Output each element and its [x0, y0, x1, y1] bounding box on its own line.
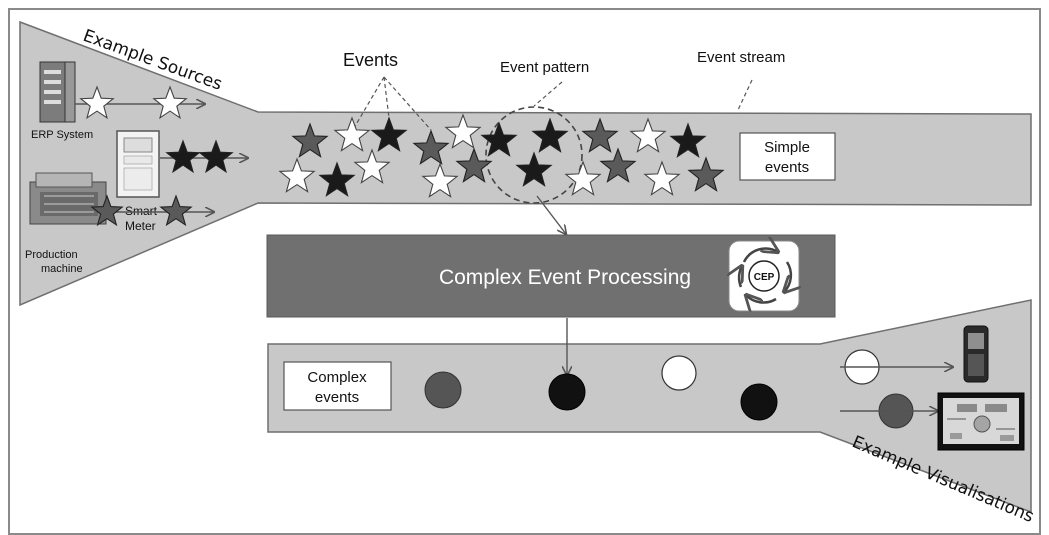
event-star-white	[353, 148, 391, 184]
event-star-black	[531, 117, 569, 153]
erp-system-label: ERP System	[31, 129, 93, 141]
server-icon	[39, 61, 76, 123]
event-star-black	[515, 151, 553, 187]
event-pattern-pointer	[533, 81, 563, 107]
event-star-white	[152, 85, 188, 120]
event-star-black	[480, 121, 518, 157]
handheld-device-icon	[963, 325, 989, 383]
cep-badge-label: CEP	[754, 272, 775, 283]
production-machine-icon	[29, 172, 107, 225]
event-star-gray	[581, 117, 619, 153]
event-star-gray	[412, 129, 450, 165]
complex-events-label-line2: events	[315, 389, 359, 406]
events-label: Events	[343, 50, 398, 70]
complex-event-white	[661, 355, 697, 391]
event-star-black	[198, 139, 234, 174]
events-pointers	[353, 76, 432, 131]
event-star-gray	[599, 147, 637, 183]
pattern-to-cep-arrow	[536, 195, 566, 234]
simple-events-label-line1: Simple	[764, 139, 810, 156]
production-machine-label-line1: Production	[25, 249, 78, 261]
complex-events-box	[283, 361, 392, 411]
event-star-white	[333, 116, 371, 152]
dashboard-screen-icon	[937, 392, 1025, 451]
event-star-white	[564, 160, 602, 196]
complex-event-black-2	[740, 383, 778, 421]
event-star-black	[165, 139, 201, 174]
event-star-gray	[159, 194, 193, 227]
simple-events-box	[739, 132, 836, 181]
complex-event-black	[548, 373, 586, 411]
event-star-gray	[291, 122, 329, 158]
event-stream-label: Event stream	[697, 49, 785, 66]
smart-meter-label-line2: Meter	[125, 219, 156, 233]
event-star-gray	[455, 147, 493, 183]
event-stream-band	[19, 20, 1032, 307]
event-star-white	[79, 85, 115, 120]
complex-events-label-line1: Complex	[307, 369, 367, 386]
event-pattern-label: Event pattern	[500, 59, 589, 76]
event-pattern-circle	[485, 106, 583, 204]
event-star-white	[629, 117, 667, 153]
production-machine-label-line2: machine	[41, 263, 83, 275]
cep-title: Complex Event Processing	[439, 266, 691, 289]
complex-event-gray	[424, 371, 462, 409]
stream-stars	[278, 113, 725, 198]
event-star-black	[318, 161, 356, 197]
event-star-white	[444, 113, 482, 149]
event-star-white	[421, 162, 459, 198]
smart-meter-label-line1: Smart	[125, 204, 158, 218]
smart-meter-icon	[116, 130, 160, 198]
simple-events-label-line2: events	[765, 159, 809, 176]
event-star-black	[370, 116, 408, 152]
complex-events-band	[267, 299, 1032, 514]
event-stream-pointer	[737, 79, 753, 111]
event-star-black	[669, 122, 707, 158]
event-star-gray	[687, 156, 725, 192]
source-stars	[79, 85, 234, 227]
event-star-gray	[90, 194, 124, 227]
cep-cycle-icon: CEP	[729, 241, 799, 311]
event-star-white	[643, 160, 681, 196]
event-star-white	[278, 157, 316, 193]
